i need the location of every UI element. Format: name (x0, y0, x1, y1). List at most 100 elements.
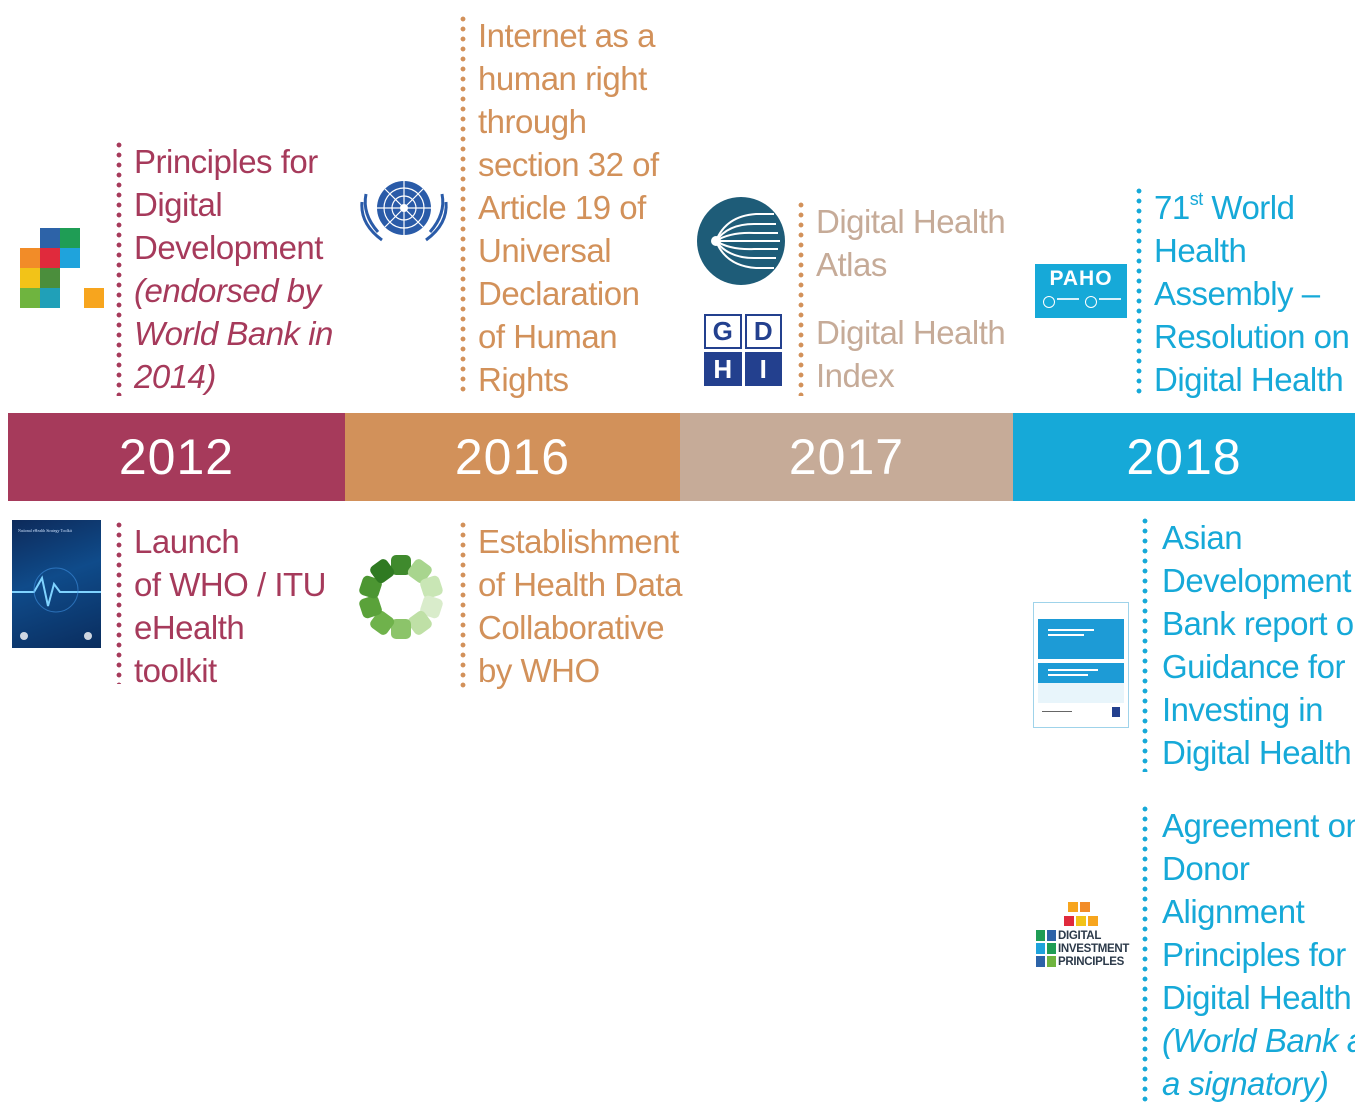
paho-emblem-icon (1043, 296, 1055, 308)
text-line: Resolution on (1154, 318, 1350, 355)
gdhi-logo: G D H I (704, 314, 782, 386)
paho-logo-text: PAHO (1049, 267, 1113, 290)
text-line: Rights (478, 361, 569, 398)
event-launch-toolkit: Launch of WHO / ITU eHealth toolkit (116, 520, 336, 689)
logo-line: INVESTMENT (1058, 943, 1130, 955)
text-line: a signatory) (1162, 1065, 1329, 1102)
dotted-divider (116, 140, 122, 396)
event-text: Establishment of Health Data Collaborati… (478, 520, 682, 692)
text-line: Digital Health (816, 203, 1006, 240)
event-adb-report: Asian Development Bank report on Guidanc… (1142, 516, 1355, 772)
event-health-data-collaborative: Establishment of Health Data Collaborati… (460, 520, 682, 692)
digital-health-atlas-icon (697, 197, 785, 285)
text-line: of WHO / ITU (134, 566, 327, 603)
text-line: Development (134, 229, 323, 266)
cover-title: National eHealth Strategy Toolkit (18, 528, 72, 533)
logo-subtext-decor (1057, 298, 1079, 300)
who-emblem-icon (1085, 296, 1097, 308)
text-line: Investing in (1162, 691, 1323, 728)
text-line: Bank report on (1162, 605, 1355, 642)
text-line: Digital Health (816, 314, 1006, 351)
event-text: 71st World Health Assembly – Resolution … (1154, 186, 1350, 401)
event-donor-alignment: Agreement on Donor Alignment Principles … (1142, 804, 1355, 1102)
text-line: Index (816, 357, 895, 394)
year-label: 2018 (1126, 429, 1242, 485)
un-emblem-icon (358, 174, 450, 246)
text-line: human right (478, 60, 647, 97)
year-band-2012: 2012 (8, 413, 345, 501)
year-band-2017: 2017 (680, 413, 1013, 501)
text-line: Alignment (1162, 893, 1305, 930)
text-line: Declaration (478, 275, 640, 312)
year-label: 2016 (454, 429, 571, 485)
text-line: Principles for (1162, 936, 1346, 973)
text-line: section 32 of (478, 146, 659, 183)
event-principles: Principles for Digital Development (endo… (116, 140, 336, 396)
text-line: Guidance for (1162, 648, 1345, 685)
health-data-collaborative-icon (359, 555, 443, 639)
event-text: Agreement on Donor Alignment Principles … (1162, 804, 1355, 1105)
text-line: Digital Health (1162, 734, 1352, 771)
text-line: Digital (134, 186, 223, 223)
dotted-divider (1142, 516, 1148, 772)
text-line: Asian (1162, 519, 1243, 556)
text-line: eHealth (134, 609, 245, 646)
principles-squares-icon (1064, 902, 1098, 926)
logo-line: PRINCIPLES (1058, 956, 1125, 968)
text-line: Digital Health (1162, 979, 1352, 1016)
text-line: Establishment (478, 523, 679, 560)
event-text: Launch of WHO / ITU eHealth toolkit (134, 520, 327, 692)
event-text: Internet as a human right through sectio… (478, 14, 659, 401)
gdhi-letter: G (704, 314, 742, 349)
text-line: Universal (478, 232, 612, 269)
logo-subtext-decor (1099, 298, 1121, 300)
text-line: (World Bank as (1162, 1022, 1355, 1059)
text-line: Collaborative (478, 609, 665, 646)
event-digital-health-atlas-index: Digital Health Atlas Digital Health Inde… (798, 200, 1013, 396)
text-line: 71st World (1154, 189, 1295, 226)
text-line: Principles for (134, 143, 318, 180)
paho-logo: PAHO (1035, 264, 1127, 318)
dotted-divider (460, 14, 466, 396)
dotted-divider (798, 200, 804, 396)
gdhi-letter: H (704, 352, 742, 386)
principles-logo-icon (20, 228, 104, 308)
gdhi-letter: I (744, 352, 782, 386)
year-label: 2012 (118, 429, 235, 485)
year-label: 2017 (788, 429, 905, 485)
text-line: of Health Data (478, 566, 682, 603)
dotted-divider (1142, 804, 1148, 1102)
toolkit-cover-image: National eHealth Strategy Toolkit (12, 520, 101, 648)
text-line: World Bank in (134, 315, 333, 352)
event-text: Principles for Digital Development (endo… (134, 140, 333, 398)
text-line: Digital Health (1154, 361, 1344, 398)
text-line: Article 19 of (478, 189, 646, 226)
digital-investment-principles-logo: DIGITAL INVESTMENT PRINCIPLES (1036, 900, 1134, 976)
text-line: (endorsed by (134, 272, 321, 309)
dotted-divider (116, 520, 122, 684)
text-line: through (478, 103, 587, 140)
text-line: of Human (478, 318, 618, 355)
event-text: Digital Health Atlas (816, 200, 1006, 286)
event-text: Asian Development Bank report on Guidanc… (1162, 516, 1355, 774)
text-line: Donor (1162, 850, 1250, 887)
text-line: Agreement on (1162, 807, 1355, 844)
year-band-2016: 2016 (345, 413, 680, 501)
text-line: Assembly – (1154, 275, 1320, 312)
text-line: Launch (134, 523, 240, 560)
gdhi-letter: D (744, 314, 782, 349)
text-line: Health (1154, 232, 1247, 269)
dotted-divider (460, 520, 466, 692)
text-line: Internet as a (478, 17, 655, 54)
text-line: Atlas (816, 246, 887, 283)
logo-line: DIGITAL (1058, 930, 1102, 942)
text-line: Development (1162, 562, 1351, 599)
year-band-2018: 2018 (1013, 413, 1355, 501)
event-world-health-assembly: 71st World Health Assembly – Resolution … (1136, 186, 1351, 398)
text-line: 2014) (134, 358, 216, 395)
event-internet-human-right: Internet as a human right through sectio… (460, 14, 680, 398)
dotted-divider (1136, 186, 1142, 398)
text-line: by WHO (478, 652, 600, 689)
event-text: Digital Health Index (816, 311, 1006, 397)
adb-report-cover-image (1033, 602, 1129, 728)
